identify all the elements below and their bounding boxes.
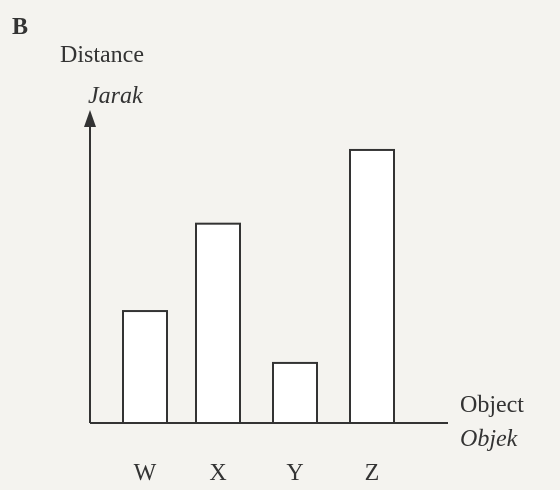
bar-x xyxy=(195,222,241,424)
bar-y xyxy=(272,361,318,424)
y-axis-label-alt: Jarak xyxy=(88,83,143,109)
x-axis-label-alt: Objek xyxy=(460,426,518,452)
y-axis-arrowhead xyxy=(84,110,96,127)
bar-z xyxy=(349,148,395,425)
bar-w xyxy=(122,310,168,425)
x-axis-label: Object xyxy=(460,392,524,418)
bars-group xyxy=(122,148,395,425)
tick-label-x: X xyxy=(209,460,226,486)
option-label: B xyxy=(12,14,28,40)
tick-labels-group: W X Y Z xyxy=(134,460,380,486)
y-axis-label: Distance xyxy=(60,42,144,68)
tick-label-w: W xyxy=(134,460,157,486)
tick-label-z: Z xyxy=(365,460,380,486)
tick-label-y: Y xyxy=(286,460,303,486)
